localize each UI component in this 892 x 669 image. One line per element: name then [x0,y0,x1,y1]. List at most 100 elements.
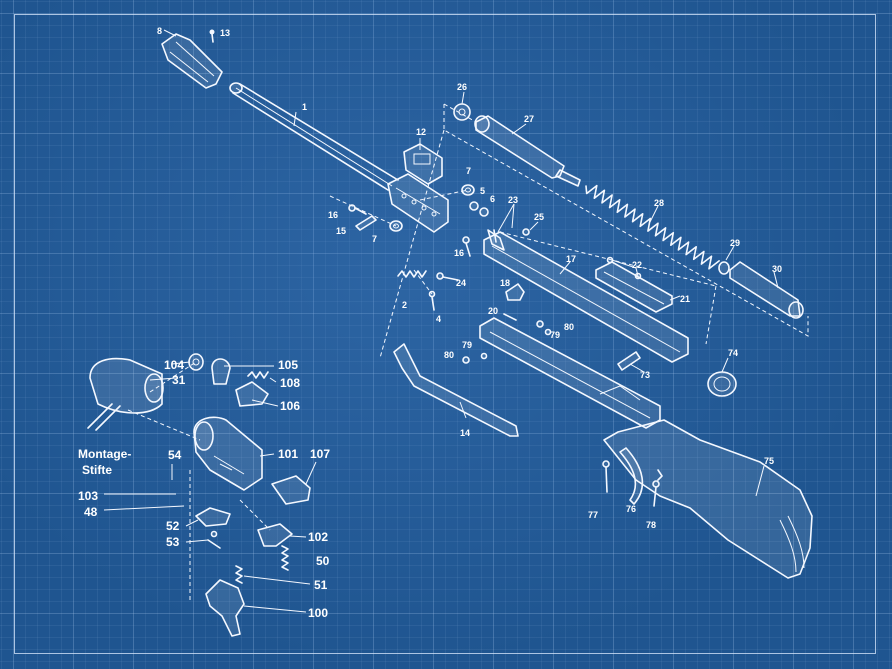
pin-73 [617,351,641,371]
callout-31: 31 [172,373,186,387]
montage-label-line2: Stifte [82,463,112,477]
callout-75: 75 [764,456,774,466]
callout-100: 100 [308,606,328,620]
pin-15 [355,215,377,231]
pin-13 [209,29,215,43]
callout-104: 104 [164,358,184,372]
callout-103: 103 [78,489,98,503]
montage-label-line1: Montage- [78,447,131,461]
screw-80b [462,356,470,364]
callout-106: 106 [280,399,300,413]
callout-22: 22 [632,260,642,270]
callout-73: 73 [640,370,650,380]
lever-102 [257,523,293,547]
callout-12: 12 [416,127,426,137]
callout-23: 23 [508,195,518,205]
blueprint-frame [14,14,876,654]
callout-48: 48 [84,505,98,519]
callout-8: 8 [157,26,162,36]
callout-105: 105 [278,358,298,372]
callout-21: 21 [680,294,690,304]
butt-plate-74 [707,371,737,397]
seal-26 [453,103,471,121]
cylinder-17 [483,231,717,363]
screw-4 [428,290,436,311]
spring-guide-29 [718,261,730,275]
latch-18 [505,283,525,301]
montage-pins [87,403,121,431]
callout-20: 20 [488,306,498,316]
callout-80-right: 80 [564,322,574,332]
main-spring-28 [585,184,720,270]
spring-51 [235,565,243,584]
pin-16a [348,204,367,215]
callout-15: 15 [336,226,346,236]
callout-53: 53 [166,535,180,549]
pin-16b [462,236,471,257]
callout-17: 17 [566,254,576,264]
callout-52: 52 [166,519,180,533]
callout-30: 30 [772,264,782,274]
callout-5: 5 [480,186,485,196]
spring-108 [247,371,269,379]
callout-74: 74 [728,348,738,358]
callout-54: 54 [168,448,182,462]
callout-77: 77 [588,510,598,520]
front-sight-8 [161,33,223,89]
callout-108: 108 [280,376,300,390]
piston-27 [474,115,581,187]
pin-53 [207,530,221,549]
callout-78: 78 [646,520,656,530]
sear-52 [195,507,231,527]
callout-29: 29 [730,238,740,248]
screw-80a [536,320,544,328]
callout-76: 76 [626,504,636,514]
screw-78 [652,469,663,507]
callout-24: 24 [456,278,466,288]
lever-105 [211,358,231,385]
stock-75 [603,419,813,579]
callout-101: 101 [278,447,298,461]
callout-18: 18 [500,278,510,288]
washer-104 [188,353,204,371]
callout-51: 51 [314,578,328,592]
screw-77 [602,460,610,493]
callout-4: 4 [436,314,441,324]
callout-27: 27 [524,114,534,124]
end-cap-30 [729,261,804,319]
compression-tube-outline [379,103,809,359]
barrel-block [387,173,449,233]
callout-28: 28 [654,198,664,208]
callout-2: 2 [402,300,407,310]
callout-80-left: 80 [444,350,454,360]
screw-24 [436,272,459,281]
callout-102: 102 [308,530,328,544]
pivot-5-6 [469,201,489,217]
safety-107 [271,475,311,505]
callout-13: 13 [220,28,230,38]
callout-26: 26 [457,82,467,92]
spring-2 [397,270,427,278]
end-cap-31 [89,357,164,414]
callout-79-left: 79 [462,340,472,350]
callout-50: 50 [316,554,330,568]
plate-106 [235,381,269,407]
trigger-guard-76 [619,447,644,505]
callout-107: 107 [310,447,330,461]
screw-25 [522,228,530,236]
trigger-block-101 [193,416,263,491]
callout-14: 14 [460,428,470,438]
callout-16-right: 16 [454,248,464,258]
barrel-1 [229,82,399,191]
callout-6: 6 [490,194,495,204]
callout-7-lower: 7 [372,234,377,244]
callout-79-right: 79 [550,330,560,340]
inset-guidelines [127,361,271,600]
trigger-100 [205,579,245,637]
pin-23 [487,229,505,251]
leader-lines [103,29,779,613]
spring-50 [281,545,289,571]
callout-16-left: 16 [328,210,338,220]
